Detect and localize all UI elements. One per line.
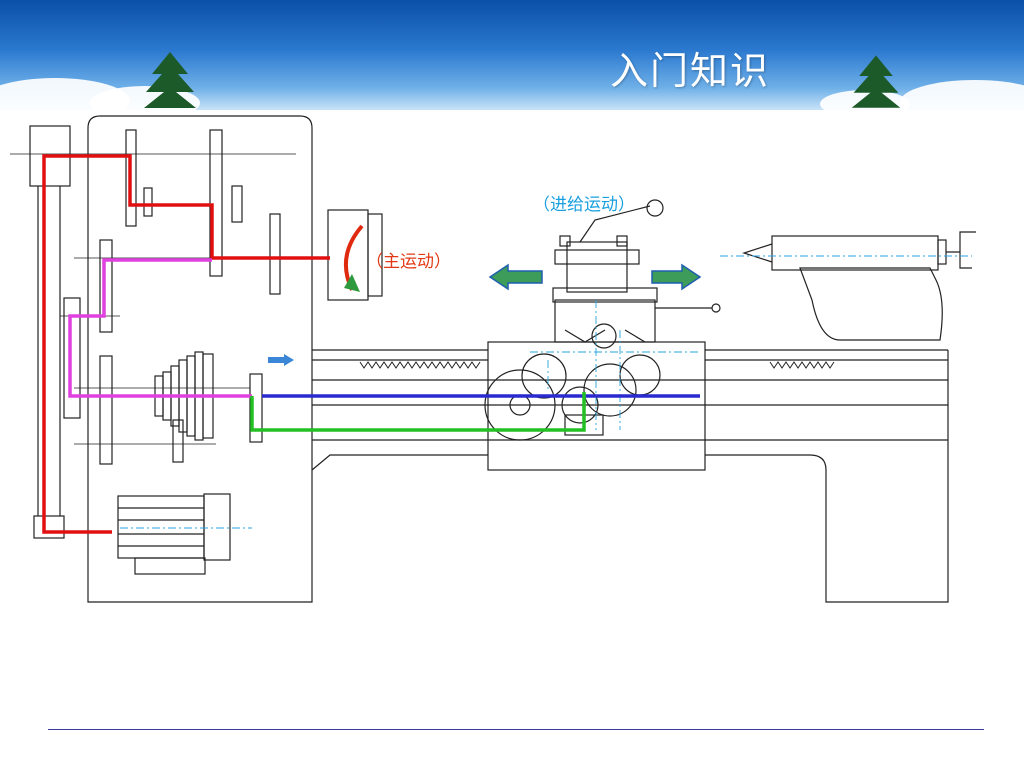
header-banner: 入门知识 bbox=[0, 0, 1024, 110]
tree-left-icon bbox=[144, 52, 196, 108]
spindle-branch-path bbox=[68, 258, 252, 398]
footer-divider bbox=[48, 729, 984, 730]
main-motion-path bbox=[42, 154, 330, 534]
lathe-transmission-diagram bbox=[10, 115, 976, 603]
feed-motion-label: （进给运动） bbox=[533, 195, 635, 215]
right-arrow-icon bbox=[651, 263, 702, 291]
axis-dash-lines bbox=[120, 255, 972, 529]
lathe-outline bbox=[29, 115, 976, 603]
left-arrow-icon bbox=[488, 263, 543, 291]
cloud-right bbox=[900, 80, 1024, 110]
main-motion-label: （主运动） bbox=[366, 252, 451, 272]
small-right-arrow-icon bbox=[268, 354, 294, 366]
rotation-arrowhead-icon bbox=[344, 274, 360, 292]
feed-rod-path bbox=[250, 392, 586, 432]
tree-right-icon bbox=[851, 55, 901, 108]
center-lines bbox=[10, 153, 330, 445]
slide-title: 入门知识 bbox=[610, 49, 771, 93]
